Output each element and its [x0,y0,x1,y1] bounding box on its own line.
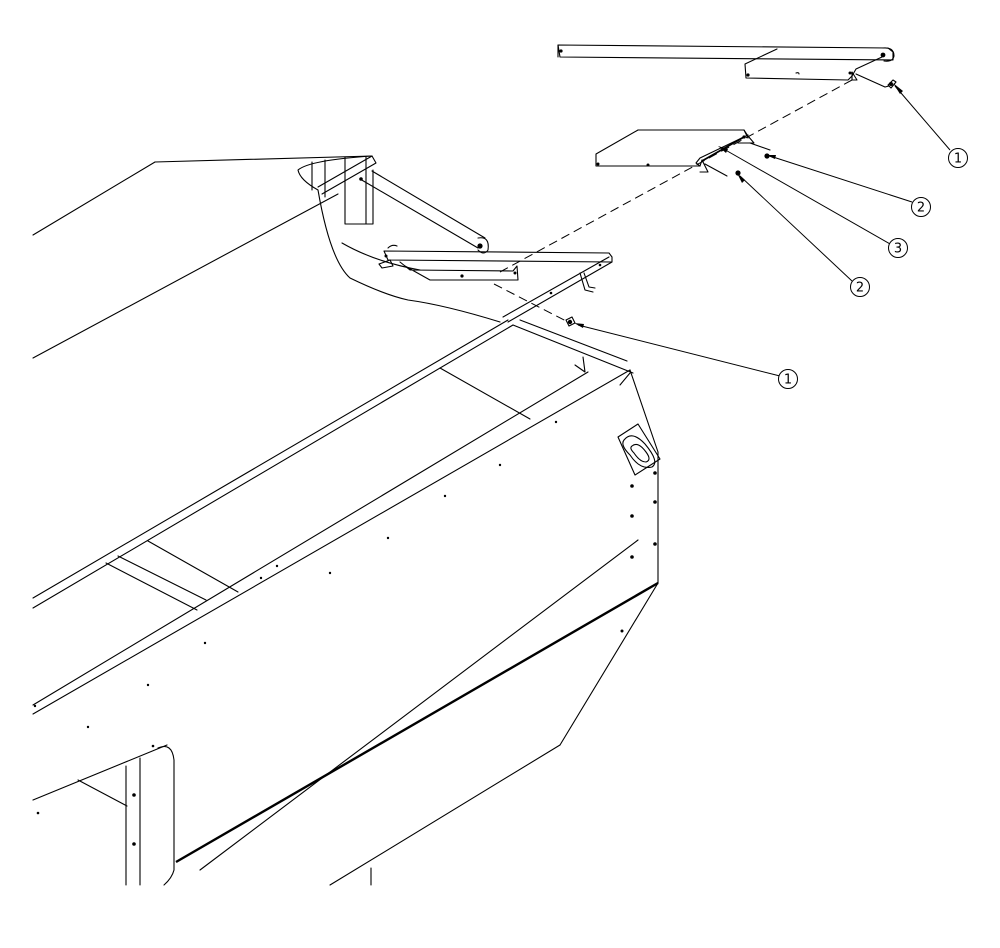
cabinet-body [32,319,659,886]
svg-text:1: 1 [784,373,792,388]
upper-arm-bracket [557,44,897,89]
callout-2-upper: 2 [911,197,931,217]
leader-lines [574,83,951,377]
svg-text:2: 2 [917,201,925,216]
svg-text:1: 1 [954,152,962,167]
assembly-axes [493,79,853,323]
svg-text:3: 3 [894,242,902,257]
callout-1-bottom: 1 [778,369,798,389]
leg-post [32,744,175,886]
lower-bracket-plate [595,129,771,177]
installed-arm-assembly [32,155,613,359]
handle-cup [617,423,661,476]
callout-3: 3 [888,238,908,258]
svg-text:2: 2 [856,281,864,296]
callout-1-top: 1 [948,148,968,168]
callout-2-lower: 2 [850,277,870,297]
